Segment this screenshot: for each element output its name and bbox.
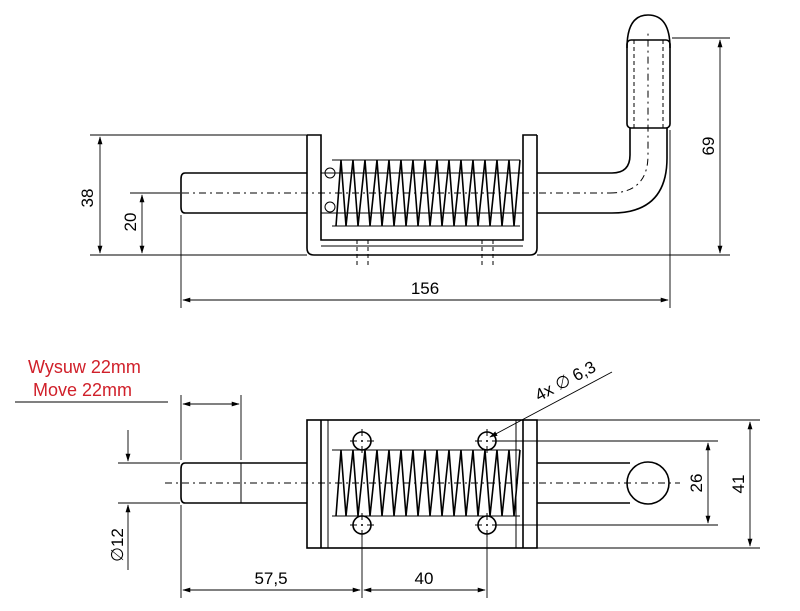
side-spring — [324, 159, 521, 227]
dim-41-label: 41 — [729, 475, 748, 494]
dim-40-label: 40 — [415, 569, 434, 588]
dim-38-label: 38 — [78, 189, 97, 208]
dim-57-5-label: 57,5 — [254, 569, 287, 588]
holes-callout-label: 4x ∅ 6,3 — [532, 357, 599, 405]
dim-69-label: 69 — [699, 137, 718, 156]
side-bracket — [306, 134, 538, 268]
note-line-pl: Wysuw 22mm — [28, 357, 141, 377]
dim-38: 38 — [78, 134, 307, 256]
side-view: 38 20 69 156 — [78, 14, 730, 308]
dim-57-5: 57,5 — [180, 505, 363, 598]
dim-156: 156 — [180, 130, 671, 308]
top-spring — [332, 449, 521, 517]
dim-20: 20 — [121, 192, 180, 254]
movement-note: Wysuw 22mm Move 22mm — [15, 357, 242, 460]
dim-diameter-12-label: ∅12 — [108, 528, 127, 562]
top-view: Wysuw 22mm Move 22mm ∅12 57,5 40 — [15, 357, 760, 598]
dim-diameter-12: ∅12 — [108, 430, 180, 570]
dim-20-label: 20 — [121, 213, 140, 232]
dim-26-label: 26 — [687, 474, 706, 493]
dim-156-label: 156 — [411, 279, 439, 298]
note-line-en: Move 22mm — [33, 380, 132, 400]
dim-41: 41 — [537, 419, 760, 549]
dim-40: 40 — [363, 535, 488, 598]
dim-26: 26 — [497, 440, 718, 526]
side-pin — [165, 14, 671, 214]
dim-69: 69 — [537, 37, 730, 256]
top-pin — [165, 461, 680, 505]
holes-callout: 4x ∅ 6,3 — [489, 357, 613, 438]
